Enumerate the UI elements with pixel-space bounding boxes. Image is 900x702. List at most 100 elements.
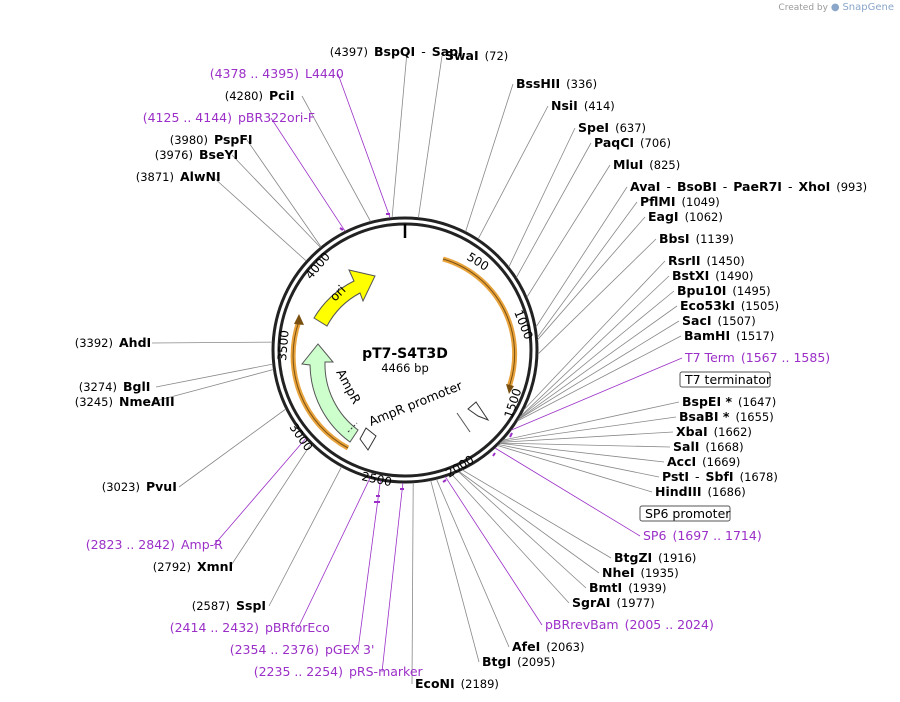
primer-name: Amp-R [181, 537, 223, 552]
enzyme-name: BstXI [672, 268, 709, 283]
label-pvui[interactable]: (3023)PvuI [102, 479, 177, 494]
label-eagi[interactable]: EagI(1062) [648, 209, 723, 224]
feature-ampr[interactable]: AmpR [301, 343, 364, 443]
site-position: (3976) [155, 148, 193, 162]
leader-pcii [301, 95, 371, 222]
label-afei[interactable]: AfeI(2063) [512, 639, 585, 654]
leader-econi [411, 482, 414, 685]
feature-insert-2[interactable] [290, 314, 350, 451]
site-position: (2189) [461, 677, 499, 691]
label-spei[interactable]: SpeI(637) [578, 120, 646, 135]
site-position: (1495) [732, 284, 770, 298]
label-bpu10i[interactable]: Bpu10I(1495) [677, 283, 771, 298]
label-t7term[interactable]: T7 Term(1567 .. 1585) [684, 350, 830, 365]
label-mlui[interactable]: MluI(825) [613, 157, 680, 172]
label-pcii[interactable]: (4280)PciI [225, 88, 295, 103]
site-position: (3274) [79, 380, 117, 394]
label-acci[interactable]: AccI(1669) [667, 454, 740, 469]
label-sp6[interactable]: SP6(1697 .. 1714) [643, 528, 762, 543]
label-pbrrevbam[interactable]: pBRrevBam(2005 .. 2024) [545, 617, 714, 632]
label-pbr322ori[interactable]: (4125 .. 4144)pBR322ori-F [143, 110, 315, 125]
label-nmeaiii[interactable]: (3245)NmeAIII [75, 394, 175, 409]
label-bamhi[interactable]: BamHI(1517) [684, 328, 774, 343]
leader-sgrai [451, 474, 570, 604]
label-bbsi[interactable]: BbsI(1139) [659, 231, 734, 246]
label-xmni[interactable]: (2792) XmnI [153, 559, 233, 574]
leader-xbai [500, 431, 674, 443]
leader-pvui [178, 408, 287, 488]
label-paqci[interactable]: PaqCI(706) [594, 135, 671, 150]
label-xbai[interactable]: XbaI(1662) [676, 424, 752, 439]
primer-range: (2823 .. 2842) [86, 537, 175, 552]
primer-range: (1567 .. 1585) [741, 350, 830, 365]
leader-saci [518, 320, 680, 420]
label-alwni[interactable]: (3871)AlwNI [136, 169, 221, 184]
label-rsrii[interactable]: RsrII(1450) [668, 253, 745, 268]
label-bseyi[interactable]: (3976)BseYI [155, 147, 238, 162]
enzyme-name: BmtI [589, 580, 622, 595]
primer-range: (2354 .. 2376) [230, 642, 319, 657]
label-l4440[interactable]: (4378 .. 4395)L4440 [210, 66, 344, 81]
feature-ampr-promoter[interactable]: AmpR promoter [359, 377, 465, 451]
label-nsii[interactable]: NsiI(414) [551, 98, 615, 113]
leader-prsmarker [381, 482, 404, 673]
enzyme-name: PaqCI [594, 135, 634, 150]
primer-range: (4378 .. 4395) [210, 66, 299, 81]
label-nhei[interactable]: NheI(1935) [602, 565, 679, 580]
tick-labels: 500 1000 1500 2000 2500 3000 3500 4000 [275, 250, 536, 490]
leader-nmeaiii [151, 369, 274, 403]
label-eco53ki[interactable]: Eco53kI(1505) [680, 298, 779, 313]
site-position: (2095) [517, 655, 555, 669]
leader-spei [508, 127, 576, 268]
label-prsmarker[interactable]: (2235 .. 2254)pRS-marker [254, 664, 424, 679]
feature-ori[interactable]: ori [313, 269, 376, 327]
label-bmti[interactable]: BmtI(1939) [589, 580, 666, 595]
snapgene-logo-icon: ● [830, 2, 840, 13]
leader-ampr [213, 438, 307, 546]
enzyme-name: XmnI [197, 559, 233, 574]
boxed-feature-sp6-promoter[interactable]: SP6 promoter [639, 505, 731, 522]
label-pflmi[interactable]: PflMI(1049) [640, 194, 720, 209]
leader-psti [498, 444, 660, 478]
feature-insert[interactable] [442, 256, 518, 394]
leader-t7term [511, 357, 683, 431]
site-position: (2792) [153, 560, 191, 574]
label-btgzi[interactable]: BtgZI(1916) [614, 550, 696, 565]
label-bstxi[interactable]: BstXI(1490) [672, 268, 753, 283]
plasmid-name: pT7-S4T3D [362, 346, 448, 362]
backbone [271, 216, 539, 484]
label-sgrai[interactable]: SgrAI(1977) [572, 595, 655, 610]
label-sali[interactable]: SalI(1668) [673, 439, 744, 454]
label-bsshii[interactable]: BssHII(336) [516, 76, 597, 91]
label-btgi[interactable]: BtgI(2095) [482, 654, 555, 669]
site-position: (3023) [102, 480, 140, 494]
label-hindiii[interactable]: HindIII(1686) [655, 484, 746, 499]
label-pbrforeco[interactable]: (2414 .. 2432)pBRforEco [170, 620, 330, 635]
enzyme-name: BspQI [374, 44, 415, 59]
leader-pbrrevbam [444, 476, 543, 626]
label-econi[interactable]: EcoNI(2189) [415, 676, 499, 691]
label-pspfi[interactable]: (3980)PspFI [170, 132, 253, 147]
label-psti[interactable]: PstI-SbfI(1678) [662, 469, 778, 484]
label-ahdi[interactable]: (3392)AhdI [75, 335, 151, 350]
label-bspei[interactable]: BspEI *(1647) [682, 394, 776, 409]
label-sspi[interactable]: (2587)SspI [192, 598, 266, 613]
enzyme-name: BsaBI * [679, 409, 730, 424]
label-avai[interactable]: AvaI-BsoBI-PaeR7I-XhoI(993) [630, 179, 867, 194]
enzyme-name: SspI [236, 598, 266, 613]
enzyme-name: RsrII [668, 253, 701, 268]
enzyme-name: SpeI [578, 120, 609, 135]
enzyme-name: BamHI [684, 328, 730, 343]
feature-small-arrow[interactable] [456, 401, 490, 433]
label-bsabi[interactable]: BsaBI *(1655) [679, 409, 774, 424]
label-swai[interactable]: SwaI(72) [445, 48, 508, 63]
label-pgex3[interactable]: (2354 .. 2376)pGEX 3' [230, 642, 375, 657]
label-saci[interactable]: SacI(1507) [682, 313, 756, 328]
label-ampr[interactable]: (2823 .. 2842) Amp-R [86, 537, 223, 552]
boxed-feature-t7-terminator[interactable]: T7 terminator [679, 371, 772, 388]
leader-mlui [526, 164, 611, 298]
label-bspqi[interactable]: (4397)BspQI-SapI [330, 44, 463, 59]
label-bgli[interactable]: (3274)BglI [79, 379, 151, 394]
enzyme-name: BbsI [659, 231, 690, 246]
leader-sspi [268, 466, 342, 607]
